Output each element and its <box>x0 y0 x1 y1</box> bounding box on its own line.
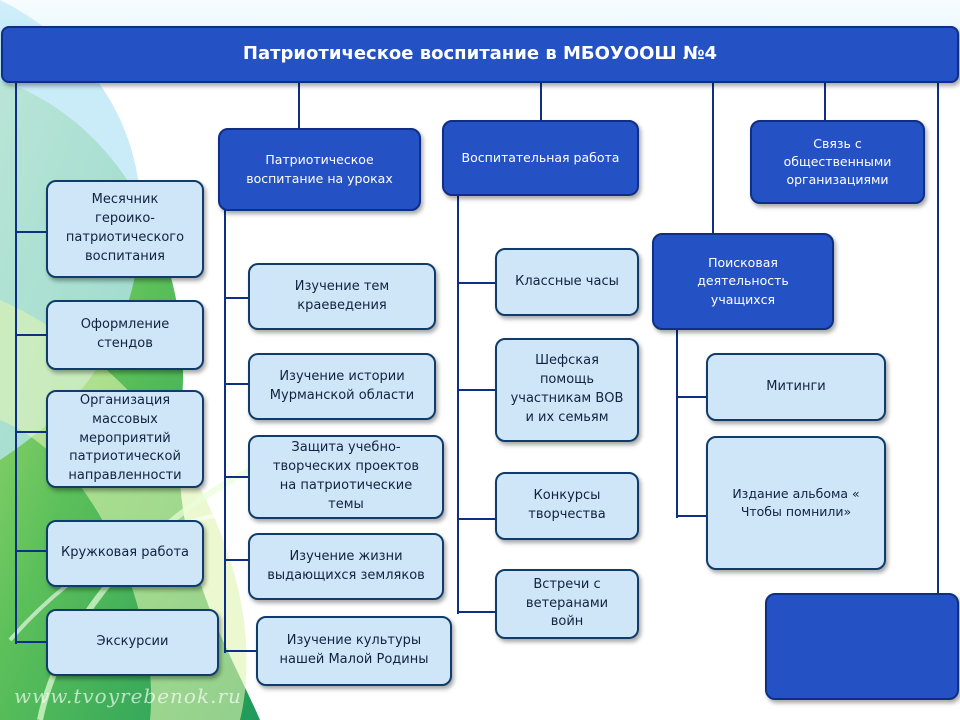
lesson-item-local-history: Изучение тем краеведения <box>248 263 436 330</box>
left-item-excursions: Экскурсии <box>46 609 219 676</box>
category-public-organizations: Связь с общественными организациями <box>750 120 925 204</box>
lesson-item-countrymen: Изучение жизни выдающихся земляков <box>248 533 444 600</box>
left-item-month: Месячник героико-патриотического воспита… <box>46 180 204 278</box>
category-lessons: Патриотическое воспитание на уроках <box>218 128 421 211</box>
lesson-item-projects: Защита учебно-творческих проектов на пат… <box>248 435 444 519</box>
search-item-rallies: Митинги <box>706 353 886 421</box>
upbringing-item-contests: Конкурсы творчества <box>495 472 639 540</box>
watermark: www.tvoyrebenok.ru <box>14 684 242 708</box>
category-upbringing: Воспитательная работа <box>442 120 639 196</box>
lesson-item-culture: Изучение культуры нашей Малой Родины <box>256 616 452 686</box>
left-item-stands: Оформление стендов <box>46 300 204 370</box>
lesson-item-murmansk-history: Изучение истории Мурманской области <box>248 353 436 420</box>
left-item-events: Организация массовых мероприятий патриот… <box>46 390 204 488</box>
upbringing-item-veteran-help: Шефская помощь участникам ВОВ и их семья… <box>495 338 639 442</box>
diagram-title: Патриотическое воспитание в МБОУООШ №4 <box>1 26 959 83</box>
upbringing-item-class-hours: Классные часы <box>495 248 639 316</box>
search-item-album: Издание альбома « Чтобы помнили» <box>706 436 886 570</box>
left-item-clubs: Кружковая работа <box>46 520 204 587</box>
blank-box <box>765 593 959 700</box>
upbringing-item-veteran-meetings: Встречи с ветеранами войн <box>495 569 639 639</box>
category-search-activity: Поисковая деятельность учащихся <box>652 233 834 330</box>
